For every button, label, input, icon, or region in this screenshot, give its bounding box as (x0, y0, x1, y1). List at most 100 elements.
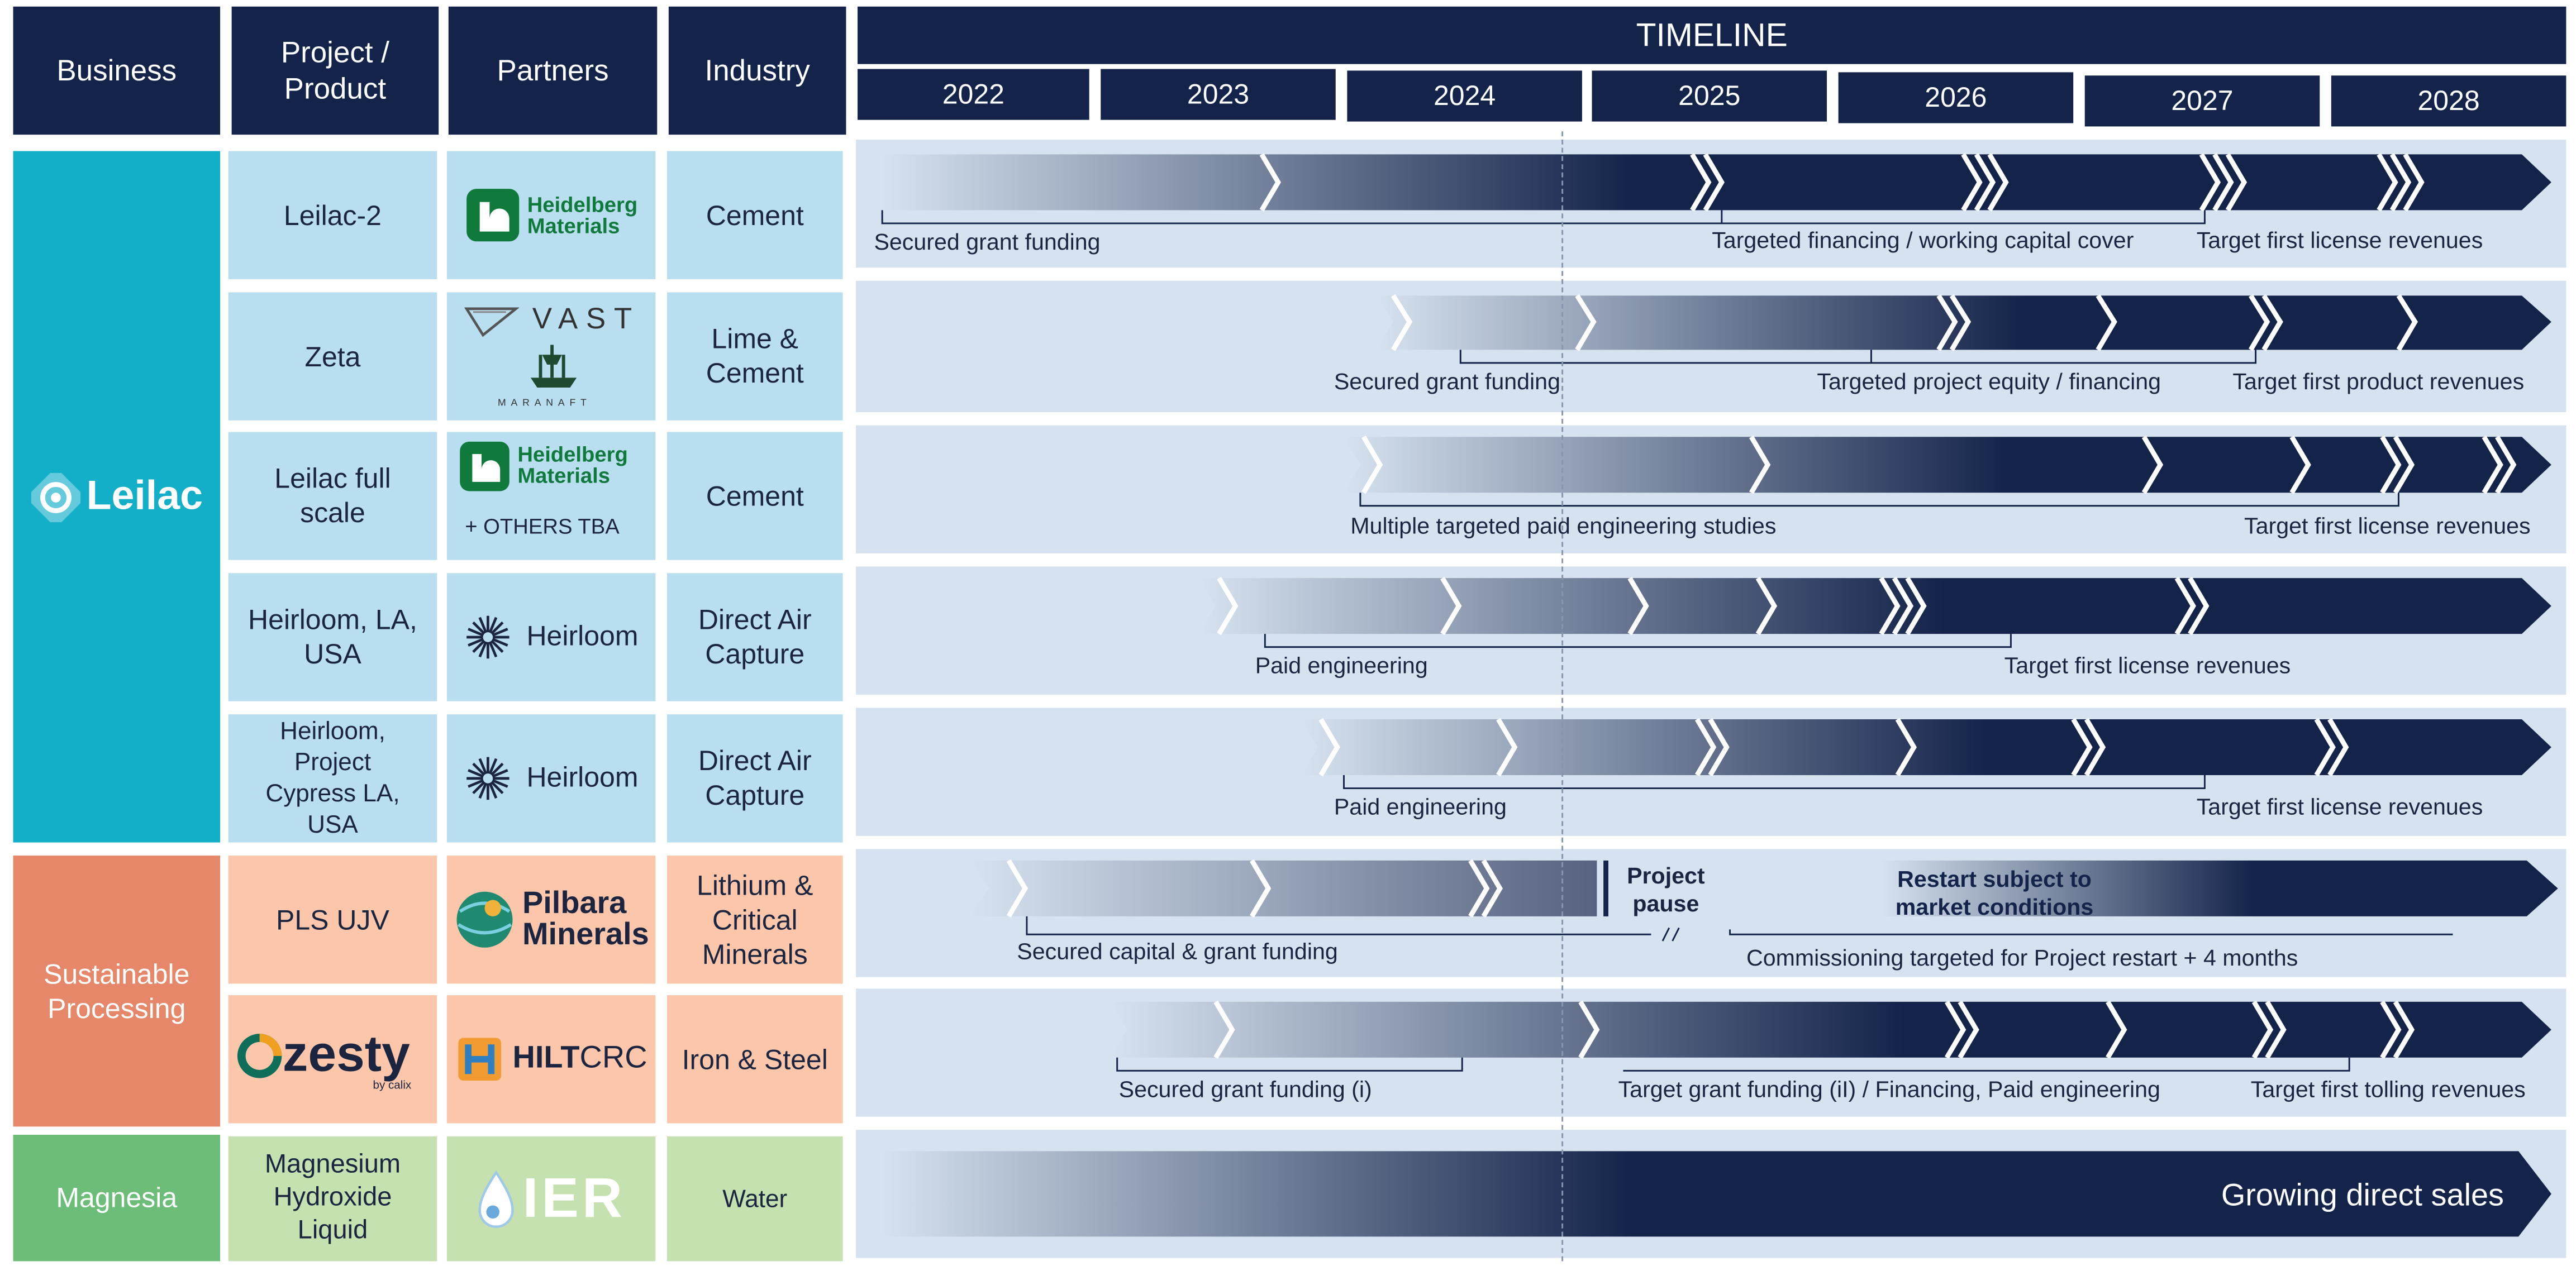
industry-label: Cement (706, 199, 804, 231)
header-project: Project / Product (231, 6, 439, 135)
partner-name-line2: CRC (579, 1041, 647, 1076)
header-project-label: Project / Product (280, 36, 389, 106)
year-label: 2028 (2417, 84, 2480, 116)
year-2025: 2025 (1592, 70, 1827, 122)
timeline-bar-pause-segment (969, 860, 1597, 916)
header-business: Business (13, 6, 221, 135)
industry-cell: Water (666, 1136, 843, 1262)
partner-name-line1: Heirloom (526, 762, 639, 794)
project-label: Zeta (304, 341, 361, 372)
restart-label: Restart subject to market conditions (1895, 865, 2094, 920)
heidelberg-logo-icon (466, 189, 519, 242)
milestone-label: Secured grant funding (i) (1118, 1076, 1372, 1102)
milestone-label: Multiple targeted paid engineering studi… (1350, 512, 1777, 539)
header-business-label: Business (56, 54, 177, 87)
project-cell: Heirloom, Project Cypress LA, USA (228, 714, 437, 843)
business-leilac-label: Leilac (86, 472, 203, 519)
timeline-bar-arrow (1344, 437, 2551, 493)
timeline-bar-arrow (1301, 719, 2551, 776)
project-label: Heirloom, Project Cypress LA, USA (265, 718, 400, 839)
milestone-label: Target first product revenues (2232, 367, 2525, 394)
partner-name-line2: Minerals (522, 918, 649, 953)
partner-name-line2: MARANAFT (498, 399, 592, 409)
industry-cell: Cement (666, 151, 843, 279)
chevron-marks (1259, 153, 2425, 212)
header-partners: Partners (448, 6, 658, 135)
milestone-label: Paid engineering (1334, 793, 1507, 820)
milestone-label: Target first license revenues (2196, 793, 2483, 820)
partner-others-label: + OTHERS TBA (465, 514, 620, 539)
milestone-label: Targeted project equity / financing (1817, 367, 2161, 394)
industry-label: Direct Air Capture (698, 746, 812, 811)
chevron-marks (1006, 859, 1503, 918)
partner-name-line1: VAST (532, 302, 640, 335)
industry-label: Lithium & Critical Minerals (697, 870, 813, 970)
project-cell: Magnesium Hydroxide Liquid (228, 1136, 437, 1262)
industry-cell: Iron & Steel (666, 995, 843, 1124)
project-label: PLS UJV (276, 904, 389, 935)
project-pause-label: Project pause (1627, 862, 1705, 916)
leilac-logo-icon (30, 472, 80, 522)
milestone-label: Paid engineering (1255, 652, 1428, 679)
project-label: Magnesium Hydroxide Liquid (264, 1151, 401, 1245)
milestone-label: Target first license revenues (2196, 226, 2483, 253)
restart-arrow (1881, 860, 2558, 916)
partner-cell: HILTCRC (446, 995, 656, 1124)
year-2023: 2023 (1101, 69, 1336, 120)
business-sustainable-label: Sustainable Processing (44, 958, 190, 1024)
year-label: 2022 (942, 78, 1004, 109)
year-2022: 2022 (858, 69, 1089, 120)
year-label: 2027 (2171, 84, 2234, 116)
timeline-bar-arrow (1377, 295, 2551, 350)
year-label: 2026 (1925, 81, 1987, 113)
timeline-bar-arrow (1199, 578, 2551, 634)
milestone-label: Secured grant funding (1334, 367, 1560, 394)
business-leilac: Leilac (13, 151, 221, 843)
project-label: Leilac-2 (283, 199, 382, 231)
growing-direct-sales-label: Growing direct sales (2221, 1179, 2504, 1214)
year-label: 2024 (1433, 79, 1496, 111)
heirloom-starburst-icon (467, 757, 511, 800)
project-cell: Leilac full scale (228, 432, 437, 560)
year-2028: 2028 (2331, 75, 2567, 127)
header-industry: Industry (668, 6, 846, 135)
industry-cell: Direct Air Capture (666, 573, 843, 701)
project-cell: zesty by calix (228, 995, 437, 1124)
milestone-label: Target first license revenues (2004, 652, 2291, 679)
pilbara-globe-logo-icon (456, 891, 513, 948)
chevron-marks (1391, 294, 2418, 351)
vast-logo-icon (464, 307, 520, 337)
partner-name-line1: HILT (512, 1041, 580, 1076)
chevron-marks (1213, 1000, 2415, 1059)
zesty-logo-icon (237, 1034, 282, 1078)
chevron-marks (1217, 576, 2210, 636)
heirloom-starburst-icon (467, 615, 511, 659)
partner-name-line1: Heidelberg (517, 442, 628, 467)
partner-cell: IER (446, 1136, 656, 1262)
milestone-label: Secured grant funding (874, 228, 1101, 255)
industry-label: Iron & Steel (682, 1043, 828, 1075)
project-cell: Leilac-2 (228, 151, 437, 279)
ship-icon (530, 345, 577, 388)
project-label: Heirloom, LA, USA (248, 604, 417, 670)
partner-cell: VAST MARANAFT (446, 292, 656, 421)
header-partners-label: Partners (497, 54, 609, 87)
year-label: 2025 (1678, 79, 1741, 111)
partner-name-line1: Heidelberg (527, 192, 638, 217)
industry-label: Cement (706, 480, 804, 512)
zesty-logo-text: zesty (282, 1024, 410, 1082)
year-label: 2023 (1187, 78, 1250, 109)
timeline-bar-arrow (880, 154, 2551, 211)
header-timeline: TIMELINE (858, 6, 2567, 64)
project-cell: PLS UJV (228, 856, 437, 984)
project-cell: Heirloom, LA, USA (228, 573, 437, 701)
industry-cell: Lithium & Critical Minerals (666, 856, 843, 984)
header-industry-label: Industry (704, 54, 810, 87)
timeline-bar-arrow (880, 1151, 2551, 1237)
year-2026: 2026 (1838, 72, 2074, 123)
